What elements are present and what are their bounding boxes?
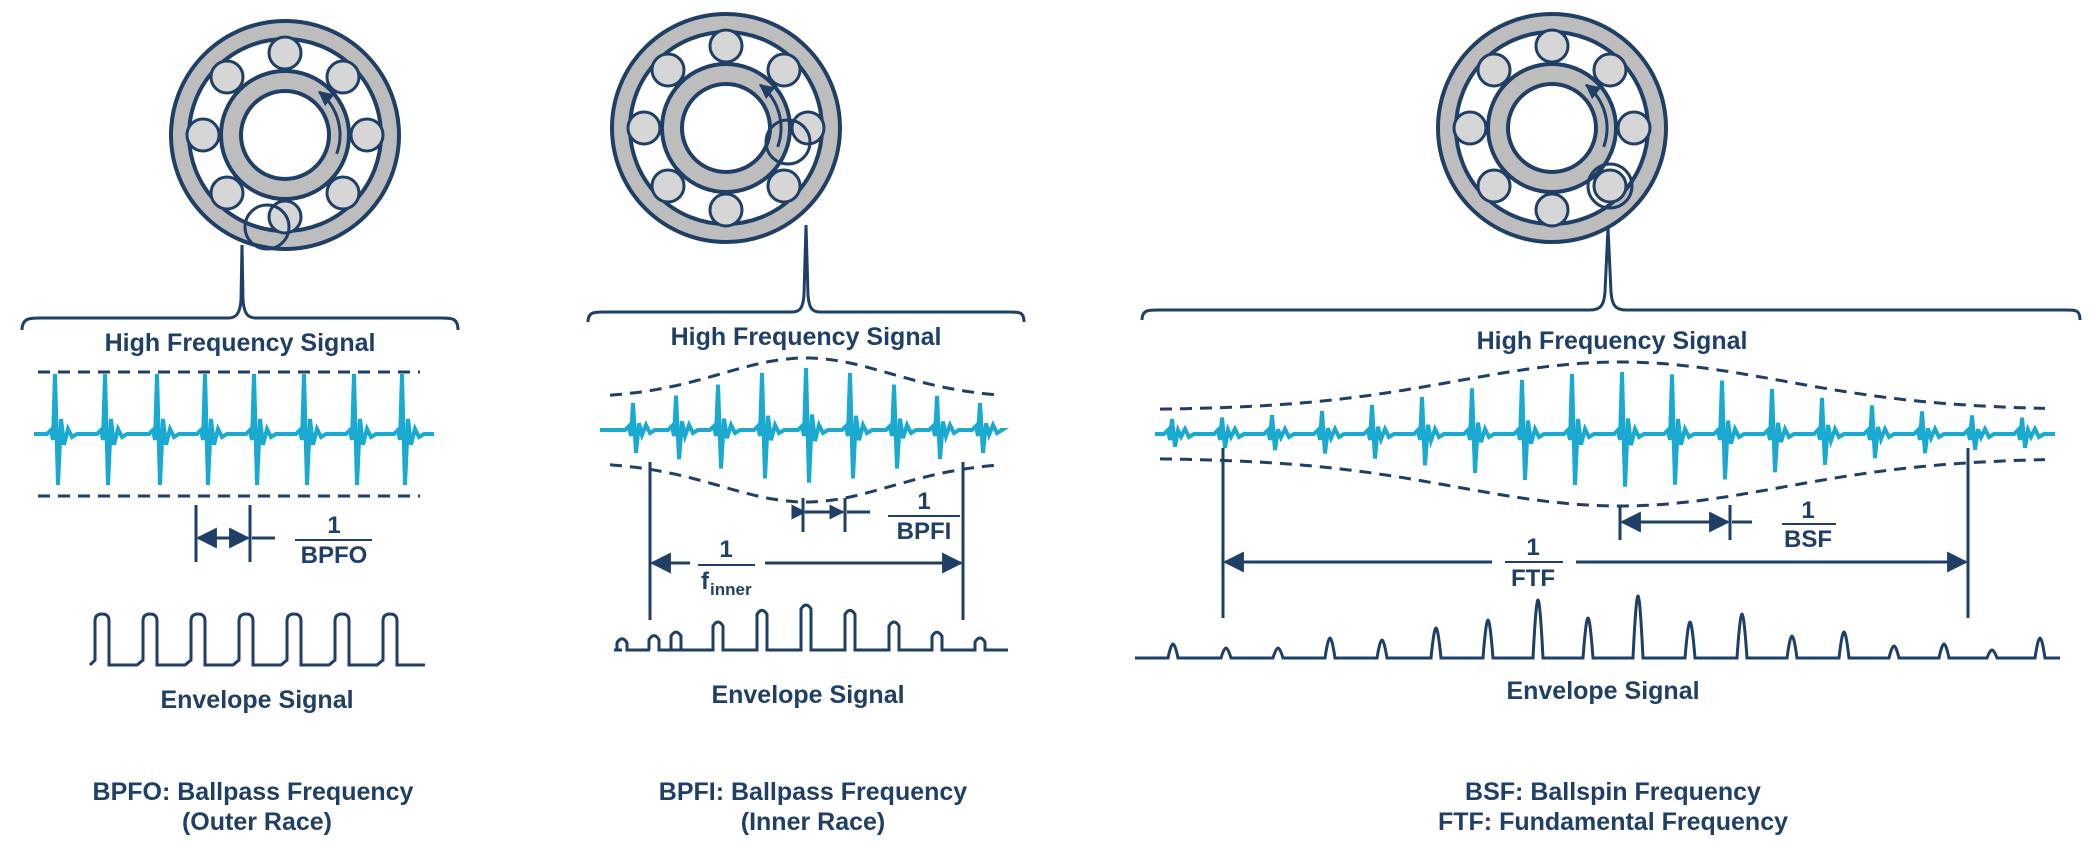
panel-bpfo: High Frequency Signal 1 BPFO Envelope Si… [20, 19, 460, 836]
long-period-numerator: 1 [719, 536, 732, 563]
ball [1452, 110, 1488, 146]
fault-marker [764, 118, 812, 166]
ball [650, 52, 686, 88]
ball [790, 110, 826, 146]
ball [349, 117, 385, 153]
fault-marker [1586, 162, 1634, 210]
caption-line-1: BPFI: Ballpass Frequency [659, 778, 968, 806]
bore [1506, 82, 1598, 174]
rotation-arrow [318, 90, 342, 155]
ball [209, 59, 245, 95]
long-period-numerator: 1 [1526, 534, 1539, 561]
bracket [20, 244, 460, 331]
ball [626, 110, 662, 146]
ball [185, 117, 221, 153]
period-numerator: 1 [1801, 497, 1814, 524]
envelope-upper-dashed [609, 356, 996, 397]
envelope-lower-dashed [609, 463, 996, 504]
envelope-upper-dashed [1159, 360, 2046, 411]
ball [1592, 52, 1628, 88]
ball [1534, 28, 1570, 64]
ball [650, 168, 686, 204]
envelope-signal-waveform [614, 603, 1008, 652]
ball [209, 175, 245, 211]
high-frequency-signal-label: High Frequency Signal [1477, 327, 1748, 355]
ball [1592, 168, 1628, 204]
period-denominator: BSF [1784, 526, 1832, 553]
ball [267, 35, 303, 71]
period-numerator: 1 [917, 488, 930, 515]
period-numerator: 1 [327, 512, 340, 539]
long-period-denominator: finner [701, 568, 752, 599]
caption-line-2: (Outer Race) [182, 808, 332, 836]
envelope-signal-label: Envelope Signal [1506, 677, 1699, 705]
bore [680, 82, 772, 174]
rotation-arrow [1585, 83, 1609, 148]
caption-line-2: (Inner Race) [741, 808, 885, 836]
ball [708, 28, 744, 64]
bearing-icon-outer-race-fault [169, 19, 401, 251]
bracket [1140, 227, 2082, 321]
ball [325, 59, 361, 95]
long-period-denominator: FTF [1511, 565, 1555, 592]
caption-line-2: FTF: Fundamental Frequency [1438, 808, 1788, 836]
envelope-signal-label: Envelope Signal [711, 681, 904, 709]
ball [766, 168, 802, 204]
period-denominator: BPFO [301, 542, 368, 569]
caption-line-1: BPFO: Ballpass Frequency [93, 778, 414, 806]
envelope-signal-label: Envelope Signal [160, 686, 353, 714]
high-frequency-signal-label: High Frequency Signal [105, 329, 376, 357]
bearing-icon-inner-race-fault [610, 12, 842, 244]
high-frequency-waveform [1155, 371, 2055, 487]
envelope-lower-dashed [1159, 457, 2046, 508]
fault-marker [243, 203, 291, 251]
caption-line-1: BSF: Ballspin Frequency [1465, 778, 1761, 806]
ball [1534, 192, 1570, 228]
ball [708, 192, 744, 228]
ball [1616, 110, 1652, 146]
period-denominator: BPFI [897, 518, 952, 545]
envelope-signal-waveform [88, 612, 425, 667]
high-frequency-signal-label: High Frequency Signal [671, 323, 942, 351]
bore [239, 89, 331, 181]
high-frequency-waveform [600, 367, 1010, 483]
bearing-icon-ball-fault [1436, 12, 1668, 244]
high-frequency-waveform [34, 373, 434, 486]
ball [1476, 52, 1512, 88]
envelope-signal-waveform [1135, 594, 2060, 660]
rotation-arrow [759, 83, 783, 148]
ball [766, 52, 802, 88]
bracket [586, 224, 1026, 323]
panel-bpfi: High Frequency Signal 1 BPFI 1 finner En… [586, 12, 1026, 836]
ball [1476, 168, 1512, 204]
panel-bsf-ftf: High Frequency Signal 1 BSF 1 FTF Envelo… [1135, 12, 2082, 836]
ball [325, 175, 361, 211]
